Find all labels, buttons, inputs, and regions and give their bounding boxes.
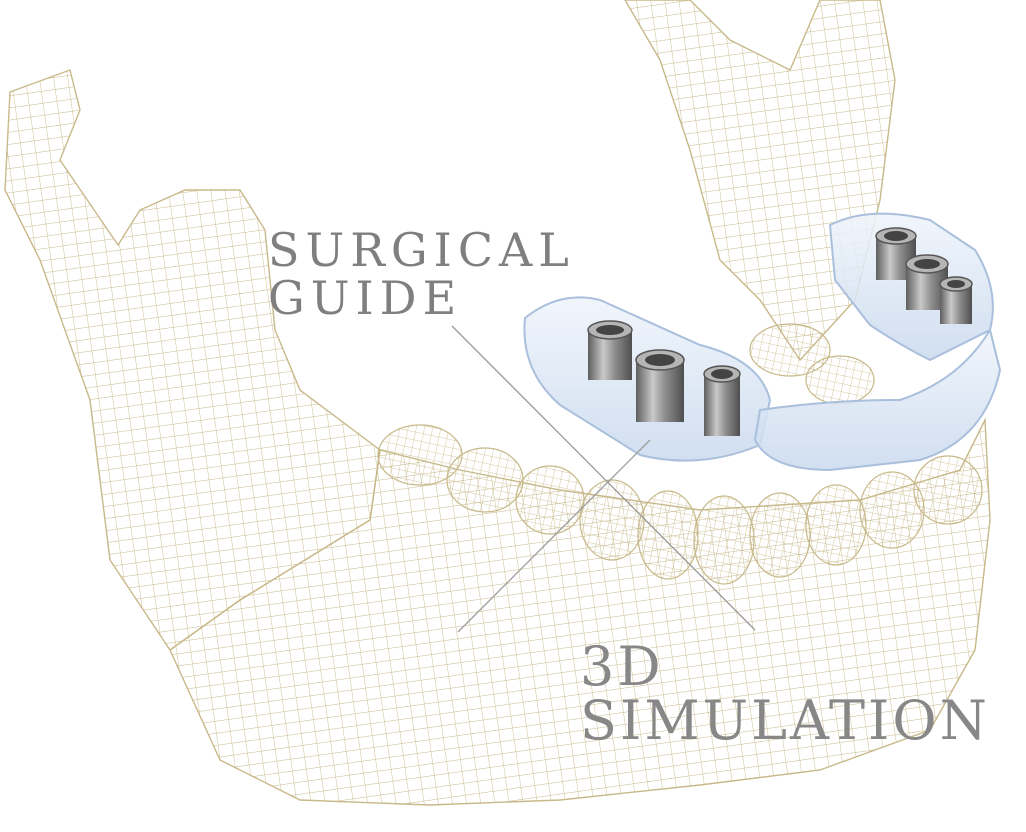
guide-front-segment (753, 327, 1002, 472)
surgical-guide-label-line-1: SURGICAL (268, 223, 575, 277)
leader-line-guide-to-simulation (451, 325, 756, 631)
sleeve (635, 349, 685, 422)
simulation-label-line-2: SIMULATION (580, 689, 990, 752)
surgical-guide-label-line-2: GUIDE (268, 271, 463, 325)
leader-line-cross (457, 439, 651, 633)
sleeve (703, 365, 741, 436)
surgical-guide (523, 212, 1002, 472)
sleeve (587, 320, 633, 380)
simulation-label-line-1: 3D (580, 635, 664, 698)
sleeve (939, 276, 973, 324)
teeth-wireframe (377, 323, 983, 585)
surgical-guide-label: SURGICAL GUIDE (268, 226, 575, 322)
left-ramus-wireframe (4, 69, 381, 651)
right-ramus-wireframe (624, 0, 896, 362)
simulation-label: 3D SIMULATION (580, 640, 990, 748)
